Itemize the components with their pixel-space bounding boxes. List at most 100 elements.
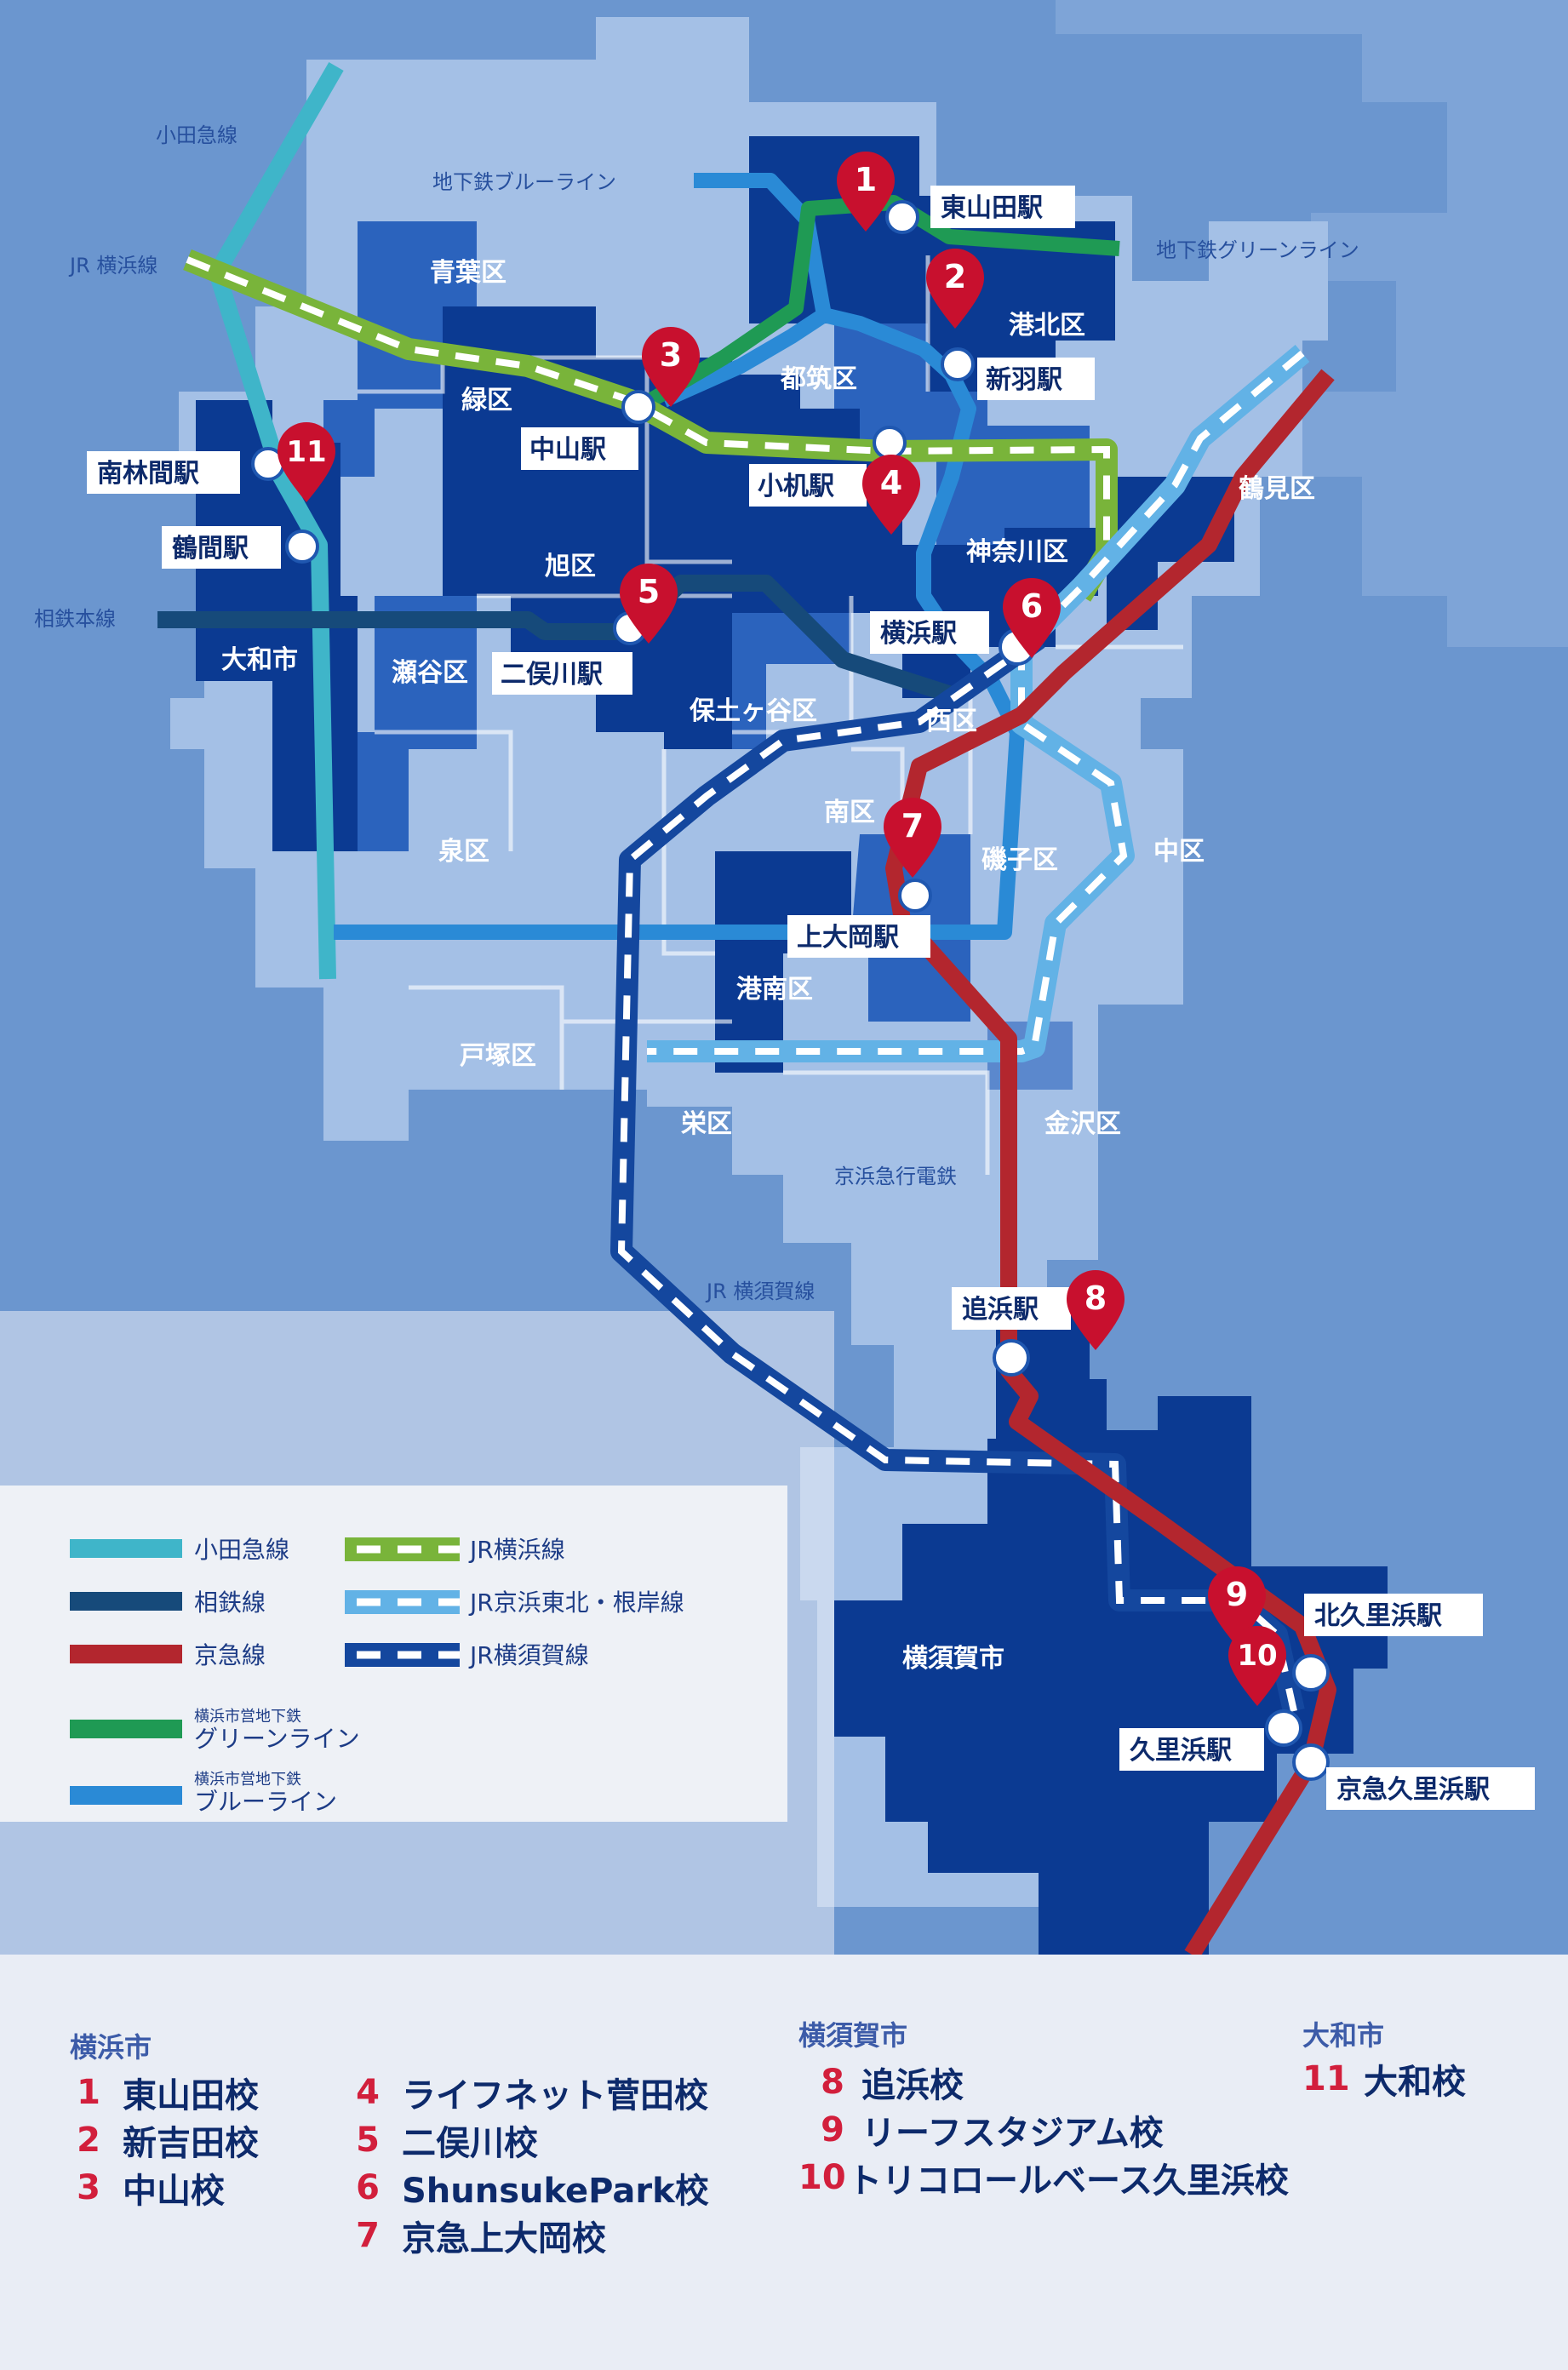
school-name: 新吉田校	[123, 2124, 259, 2163]
district-borders	[358, 255, 1183, 1175]
ward-label: 港北区	[1009, 311, 1085, 341]
school-item[interactable]: 7 京急上大岡校	[349, 2212, 709, 2259]
ward-label: 大和市	[221, 645, 298, 675]
group-heading: 横浜市	[70, 2031, 152, 2064]
legend-swatch-odakyu	[70, 1539, 182, 1558]
school-pin[interactable]: 7	[884, 798, 941, 878]
station-box	[162, 526, 281, 569]
station-box	[977, 358, 1095, 400]
ward-label: 泉区	[438, 837, 489, 867]
school-name: 東山田校	[123, 2076, 259, 2115]
school-pin[interactable]: 2	[926, 249, 984, 329]
school-name: 京急上大岡校	[402, 2219, 606, 2258]
station-box	[930, 186, 1075, 228]
pin-number: 5	[638, 573, 660, 610]
jr-keihin-line	[647, 345, 1310, 1062]
pin-number: 3	[660, 336, 682, 374]
school-number: 4	[356, 2073, 380, 2112]
ward-label: 中区	[1153, 837, 1205, 867]
station-box	[1326, 1767, 1535, 1810]
station-box	[521, 427, 638, 470]
legend-swatch-green-line	[70, 1720, 182, 1738]
legend-label: 京急線	[194, 1641, 266, 1669]
ward-label: 港南区	[736, 975, 813, 1005]
station-label: 小机駅	[758, 472, 834, 501]
station-box	[749, 464, 867, 507]
line-label: 相鉄本線	[34, 607, 116, 631]
pin-number: 1	[855, 161, 877, 198]
station-box	[87, 451, 240, 494]
legend-swatch-sotetsu	[70, 1592, 182, 1611]
school-pin[interactable]: 1	[837, 152, 895, 232]
legend-swatch-keikyu	[70, 1645, 182, 1663]
ward-label: 鶴見区	[1239, 474, 1315, 504]
ward-label: 戸塚区	[460, 1041, 536, 1071]
ward-label: 旭区	[545, 552, 596, 581]
school-pin[interactable]: 10	[1228, 1626, 1286, 1706]
line-label: 地下鉄ブルーライン	[432, 170, 616, 194]
school-pin[interactable]: 8	[1067, 1270, 1124, 1350]
station-box	[492, 652, 632, 695]
station-label: 新羽駅	[986, 365, 1062, 395]
pin-number: 10	[1237, 1639, 1277, 1673]
station-label: 横浜駅	[880, 619, 957, 649]
legend-label: 小田急線	[194, 1536, 289, 1564]
line-label: JR 横須賀線	[705, 1279, 815, 1303]
school-number: 1	[77, 2073, 100, 2112]
pin-number: 11	[286, 435, 326, 469]
station-label: 中山駅	[529, 435, 606, 465]
school-number: 10	[798, 2158, 846, 2197]
school-name: トリコロールベース久里浜校	[848, 2161, 1289, 2201]
ward-label: 青葉区	[430, 258, 506, 288]
school-name: リーフスタジアム校	[861, 2114, 1164, 2153]
pin-number: 7	[901, 807, 924, 844]
school-pin[interactable]: 6	[1003, 578, 1061, 658]
station-label: 追浜駅	[962, 1295, 1039, 1325]
school-item[interactable]: 1 東山田校	[70, 2069, 259, 2116]
school-group-yokosuka: 横須賀市	[798, 2014, 907, 2065]
station-label: 北久里浜駅	[1314, 1601, 1442, 1631]
school-pin[interactable]: 9	[1208, 1566, 1266, 1646]
school-number: 5	[356, 2121, 380, 2160]
keikyu-line	[885, 369, 1336, 1955]
school-name: ShunsukePark校	[402, 2172, 709, 2211]
school-pin[interactable]: 5	[620, 564, 678, 644]
station-label: 鶴間駅	[172, 534, 249, 564]
school-pin[interactable]: 11	[278, 422, 335, 502]
ward-label: 横須賀市	[902, 1644, 1004, 1674]
group-heading: 大和市	[1302, 2019, 1385, 2052]
ward-label: 都筑区	[780, 364, 857, 394]
school-number: 7	[356, 2216, 380, 2255]
legend-label: JR横須賀線	[468, 1641, 589, 1669]
school-pin[interactable]: 3	[642, 327, 700, 407]
school-pin[interactable]: 4	[862, 455, 920, 535]
legend-label: グリーンライン	[194, 1725, 360, 1753]
pin-number: 6	[1021, 587, 1043, 625]
school-name: 中山校	[123, 2172, 225, 2211]
school-group-yokohama: 横浜市	[70, 2026, 152, 2077]
legend-label: JR京浜東北・根岸線	[468, 1589, 684, 1617]
ward-label: 磯子区	[981, 845, 1058, 875]
station-label: 京急久里浜駅	[1336, 1775, 1490, 1805]
land-northeast	[1056, 0, 1568, 647]
station-label: 久里浜駅	[1130, 1736, 1232, 1766]
green-line	[647, 195, 1120, 407]
land-yokosuka	[834, 1396, 1388, 1955]
school-name: 大和校	[1364, 2063, 1466, 2102]
line-label: 地下鉄グリーンライン	[1156, 238, 1359, 262]
ward-label: 神奈川区	[966, 537, 1068, 567]
